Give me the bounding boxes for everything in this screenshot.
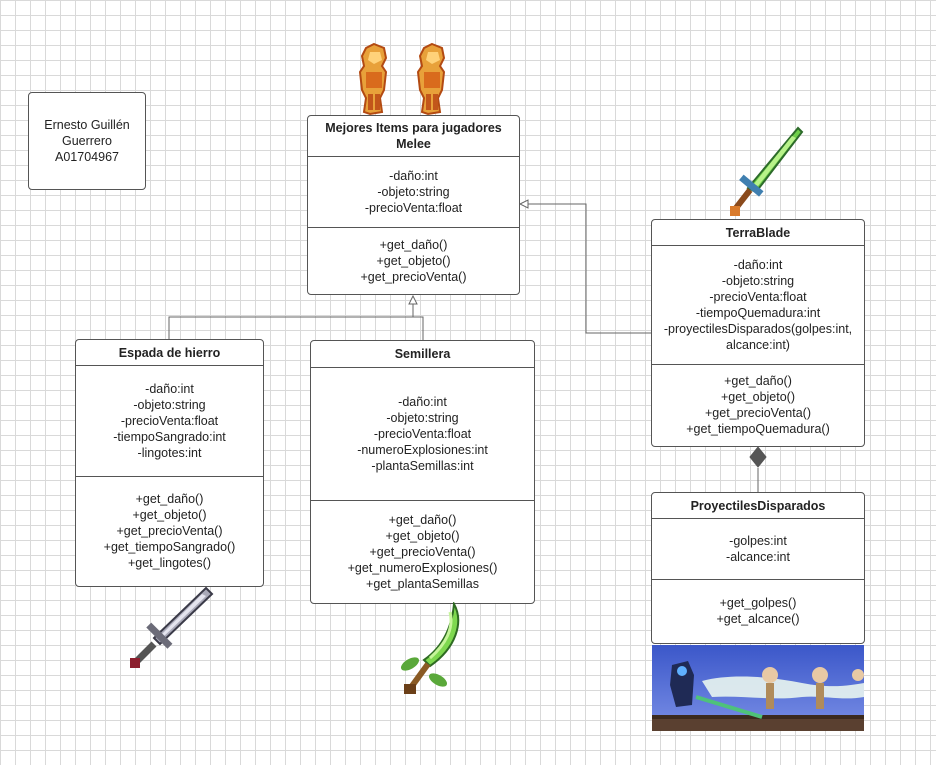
attribute: -daño:int	[145, 382, 194, 396]
attribute: -precioVenta:float	[709, 290, 807, 304]
inheritance-arrow-right	[518, 199, 529, 209]
method: +get_precioVenta()	[705, 406, 811, 420]
class-semillera-title: Semillera	[311, 341, 534, 368]
method: +get_precioVenta()	[369, 544, 476, 559]
class-terrablade-methods: +get_daño() +get_objeto() +get_precioVen…	[652, 364, 864, 445]
class-espada-methods: +get_daño() +get_objeto() +get_precioVen…	[76, 476, 263, 584]
class-proyectiles-title: ProyectilesDisparados	[652, 493, 864, 519]
method: +get_numeroExplosiones()	[347, 560, 498, 575]
method: +get_daño()	[388, 512, 457, 527]
attribute: -proyectilesDisparados(golpes:int,	[663, 322, 853, 336]
class-proyectiles-disparados[interactable]: ProyectilesDisparados -golpes:int -alcan…	[651, 492, 865, 644]
class-semillera-attributes: -daño:int -objeto:string -precioVenta:fl…	[311, 368, 534, 500]
class-terrablade-title: TerraBlade	[652, 220, 864, 246]
class-terrablade-attributes: -daño:int -objeto:string -precioVenta:fl…	[652, 246, 864, 364]
class-espada-de-hierro[interactable]: Espada de hierro -daño:int -objeto:strin…	[75, 339, 264, 587]
seedler-icon	[400, 602, 459, 694]
method: +get_objeto()	[132, 507, 207, 522]
method: +get_golpes()	[719, 596, 797, 610]
method: +get_objeto()	[376, 253, 451, 268]
class-semillera-methods: +get_daño() +get_objeto() +get_precioVen…	[311, 500, 534, 602]
attribute: -daño:int	[389, 169, 438, 183]
attribute: -objeto:string	[721, 274, 795, 288]
attribute: -precioVenta:float	[373, 427, 472, 441]
attribute: -numeroExplosiones:int	[357, 443, 488, 457]
class-mejores-attributes: -daño:int -objeto:string -precioVenta:fl…	[308, 157, 519, 227]
attribute: -precioVenta:float	[120, 414, 219, 428]
class-mejores-methods: +get_daño() +get_objeto() +get_precioVen…	[308, 227, 519, 293]
class-terrablade[interactable]: TerraBlade -daño:int -objeto:string -pre…	[651, 219, 865, 447]
method: +get_daño()	[135, 491, 204, 506]
method: +get_precioVenta()	[116, 523, 223, 538]
class-espada-title: Espada de hierro	[76, 340, 263, 366]
class-semillera[interactable]: Semillera -daño:int -objeto:string -prec…	[310, 340, 535, 604]
method: +get_daño()	[724, 374, 792, 388]
inheritance-arrow-bottom	[408, 294, 418, 305]
method: +get_objeto()	[720, 390, 795, 404]
author-box: Ernesto Guillén Guerrero A01704967	[28, 92, 146, 190]
solar-armor-icon	[358, 42, 446, 116]
method: +get_tiempoSangrado()	[103, 539, 236, 554]
attribute: -daño:int	[733, 258, 783, 272]
attribute: -golpes:int	[729, 534, 787, 548]
method: +get_precioVenta()	[360, 269, 467, 284]
gameplay-image	[652, 645, 864, 731]
attribute: -plantaSemillas:int	[371, 459, 474, 473]
composition-diamond	[749, 446, 767, 468]
terra-blade-icon	[730, 126, 804, 216]
attribute: alcance:int)	[726, 338, 790, 352]
author-surname: Guerrero	[61, 134, 113, 148]
attribute: -precioVenta:float	[364, 201, 463, 215]
method: +get_lingotes()	[127, 555, 212, 570]
method: +get_plantaSemillas	[366, 576, 479, 591]
attribute: -objeto:string	[133, 398, 206, 412]
class-espada-attributes: -daño:int -objeto:string -precioVenta:fl…	[76, 366, 263, 476]
attribute: -tiempoSangrado:int	[113, 430, 226, 444]
attribute: -tiempoQuemadura:int	[695, 306, 821, 320]
attribute: -objeto:string	[386, 411, 459, 425]
espada-inheritance-line	[168, 316, 424, 341]
terrablade-inheritance-line	[528, 203, 652, 334]
class-proyectiles-attributes: -golpes:int -alcance:int	[652, 519, 864, 579]
method: +get_tiempoQuemadura()	[686, 422, 830, 436]
attribute: -alcance:int	[726, 550, 790, 564]
class-mejores-items[interactable]: Mejores Items para jugadores Melee -daño…	[307, 115, 520, 295]
author-id: A01704967	[55, 150, 119, 164]
attribute: -lingotes:int	[137, 446, 202, 460]
class-proyectiles-methods: +get_golpes() +get_alcance()	[652, 579, 864, 642]
method: +get_alcance()	[716, 612, 800, 626]
author-name: Ernesto Guillén	[44, 118, 130, 132]
attribute: -objeto:string	[377, 185, 450, 199]
iron-sword-icon	[130, 586, 214, 668]
class-mejores-title: Mejores Items para jugadores Melee	[308, 116, 519, 157]
attribute: -daño:int	[398, 395, 447, 409]
method: +get_objeto()	[385, 528, 460, 543]
method: +get_daño()	[379, 237, 448, 252]
